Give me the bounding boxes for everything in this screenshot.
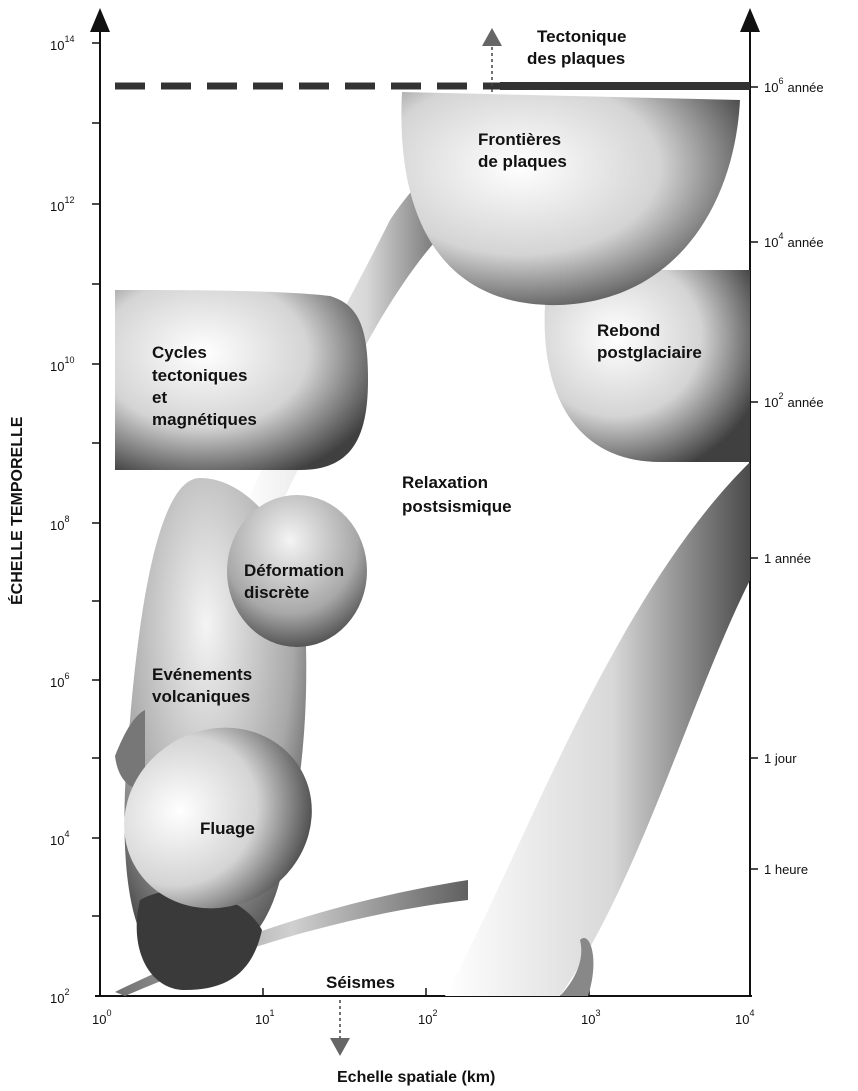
rebond-label-1: Rebond [597,321,660,340]
volcanique-label-2: volcaniques [152,687,250,706]
y-axis-arrow [90,8,110,32]
x-axis-title: Echelle spatiale (km) [337,1069,495,1086]
fluage-label: Fluage [200,819,255,838]
deformation-label-1: Déformation [244,561,344,580]
cycles-label-3: et [152,388,167,407]
y-tick-labels: 1014 1012 1010 108 106 104 102 [50,34,74,1006]
plate-tectonics-solid-line [500,82,750,90]
relaxation-label-2: postsismique [402,497,512,516]
svg-text:100: 100 [92,1008,111,1027]
seismes-label: Séismes [326,973,395,992]
left-axis-ticks [92,43,100,916]
right-axis-arrow [740,8,760,32]
svg-text:104: 104 [50,829,69,848]
svg-text:104: 104 [735,1008,754,1027]
svg-text:1010: 1010 [50,355,74,374]
deformation-label-2: discrète [244,583,309,602]
tectonique-label-1: Tectonique [537,27,626,46]
cycles-label-2: tectoniques [152,366,247,385]
svg-text:108: 108 [50,514,69,533]
volcanique-label-1: Evénements [152,665,252,684]
down-arrow-head [330,1038,350,1056]
tectonique-label-2: des plaques [527,49,625,68]
up-arrow-head [482,28,502,46]
rebond-label-2: postglaciaire [597,343,702,362]
right-axis-ticks [750,87,758,869]
svg-text:103: 103 [581,1008,600,1027]
cycles-label-1: Cycles [152,343,207,362]
y-axis-title: ÉCHELLE TEMPORELLE [7,416,26,605]
cycles-label-4: magnétiques [152,410,257,429]
svg-text:1 jour: 1 jour [764,751,797,766]
svg-text:1012: 1012 [50,195,74,214]
svg-text:1 année: 1 année [764,551,811,566]
svg-text:101: 101 [255,1008,274,1027]
frontieres-label-1: Frontières [478,130,561,149]
svg-text:1014: 1014 [50,34,74,53]
relaxation-label-1: Relaxation [402,473,488,492]
relaxation-band [445,462,750,996]
svg-text:102: 102 [50,987,69,1006]
svg-text:102: 102 [418,1008,437,1027]
svg-text:1 heure: 1 heure [764,862,808,877]
x-tick-labels: 100 101 102 103 104 [92,1008,754,1027]
frontieres-label-2: de plaques [478,152,567,171]
svg-text:106: 106 [50,671,69,690]
